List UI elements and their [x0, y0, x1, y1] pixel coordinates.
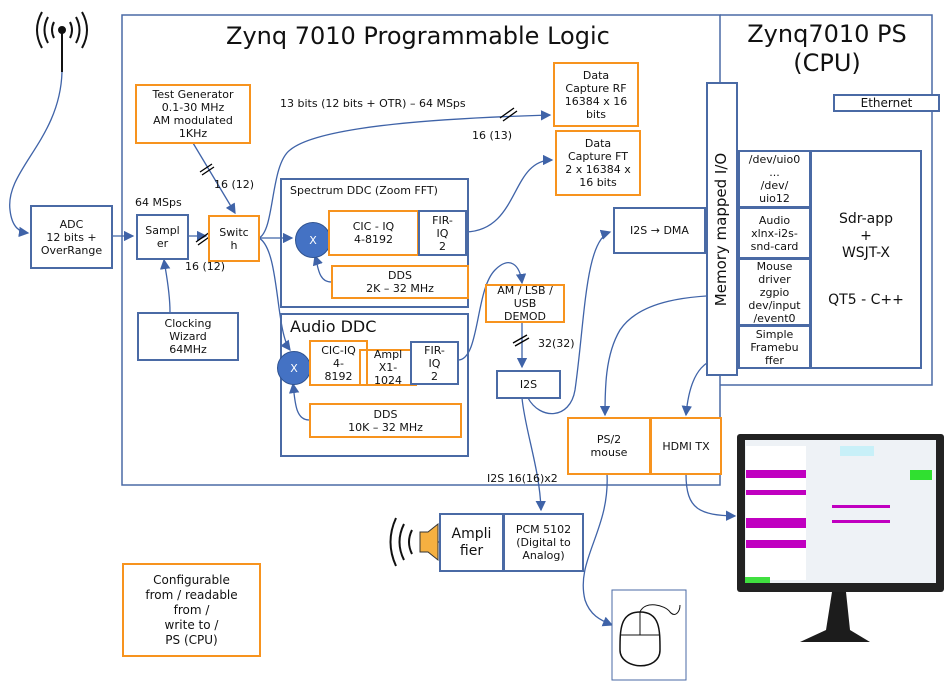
driver-audio: Audio xlnx-i2s- snd-card: [738, 207, 811, 259]
label-16-12-a: 16 (12): [214, 178, 255, 191]
i2s-dma-block: I2S → DMA: [613, 207, 706, 254]
mmio-label: Memory mapped I/O: [712, 152, 731, 306]
audio-mixer: X: [277, 351, 311, 385]
ps-boundary: [720, 14, 933, 386]
label-16-12-b: 16 (12): [185, 260, 226, 273]
label-16-13: 16 (13): [472, 129, 513, 142]
framework-label: QT5 - C++: [828, 291, 904, 308]
spectrum-fir: FIR- IQ 2: [418, 210, 467, 256]
spectrum-ddc: Spectrum DDC (Zoom FFT): [280, 178, 469, 308]
driver-mouse: Mouse driver zgpio dev/input /event0: [738, 258, 811, 326]
pl-title: Zynq 7010 Programmable Logic: [226, 22, 610, 50]
ps2-mouse-block: PS/2 mouse: [567, 417, 651, 475]
antenna-icon: [36, 11, 88, 72]
spectrum-cic: CIC - IQ 4-8192: [328, 210, 419, 256]
label-32-32: 32(32): [538, 337, 575, 350]
data-capture-ft: Data Capture FT 2 x 16384 x 16 bits: [555, 130, 641, 196]
audio-ampl: Ampl X1- 1024: [359, 348, 417, 387]
label-64msps: 64 MSps: [135, 196, 182, 209]
audio-ddc: Audio DDC: [280, 313, 469, 457]
spectrum-dds: DDS 2K – 32 MHz: [331, 265, 469, 299]
label-13bits: 13 bits (12 bits + OTR) – 64 MSps: [280, 97, 466, 110]
audio-dds: DDS 10K – 32 MHz: [309, 403, 462, 438]
switch-block: Switc h: [208, 215, 260, 262]
amplifier-block: Ampli fier: [439, 513, 504, 572]
i2s-block: I2S: [496, 370, 561, 399]
speaker-icon: [389, 517, 439, 567]
clocking-wizard: Clocking Wizard 64MHz: [137, 312, 239, 361]
audio-ddc-title: Audio DDC: [290, 317, 377, 336]
memory-mapped-io: Memory mapped I/O: [706, 82, 738, 376]
app-label: Sdr-app + WSJT-X: [838, 210, 894, 261]
pcm5102-block: PCM 5102 (Digital to Analog): [503, 513, 584, 572]
audio-fir: FIR- IQ 2: [410, 341, 459, 385]
mouse-icon: [611, 589, 687, 681]
spectrum-ddc-title: Spectrum DDC (Zoom FFT): [290, 184, 438, 197]
driver-uio: /dev/uio0 ... /dev/ uio12: [738, 150, 811, 208]
data-capture-rf: Data Capture RF 16384 x 16 bits: [553, 62, 639, 127]
audio-cic: CIC-IQ 4- 8192: [309, 340, 368, 386]
ps-title: Zynq7010 PS (CPU): [747, 20, 907, 77]
test-generator: Test Generator 0.1-30 MHz AM modulated 1…: [135, 84, 251, 144]
label-i2s-bus: I2S 16(16)x2: [487, 472, 558, 485]
monitor-icon: [737, 434, 944, 642]
adc-block: ADC 12 bits + OverRange: [30, 205, 113, 269]
ethernet-block: Ethernet: [833, 94, 940, 112]
hdmi-tx-block: HDMI TX: [650, 417, 722, 475]
driver-framebuffer: Simple Framebu ffer: [738, 325, 811, 369]
sampler-block: Sampl er: [136, 214, 189, 260]
legend-configurable: Configurable from / readable from / writ…: [122, 563, 261, 657]
spectrum-mixer: X: [295, 222, 331, 258]
sdr-app-block: Sdr-app + WSJT-X QT5 - C++: [810, 150, 922, 369]
demod-block: AM / LSB / USB DEMOD: [485, 284, 565, 323]
